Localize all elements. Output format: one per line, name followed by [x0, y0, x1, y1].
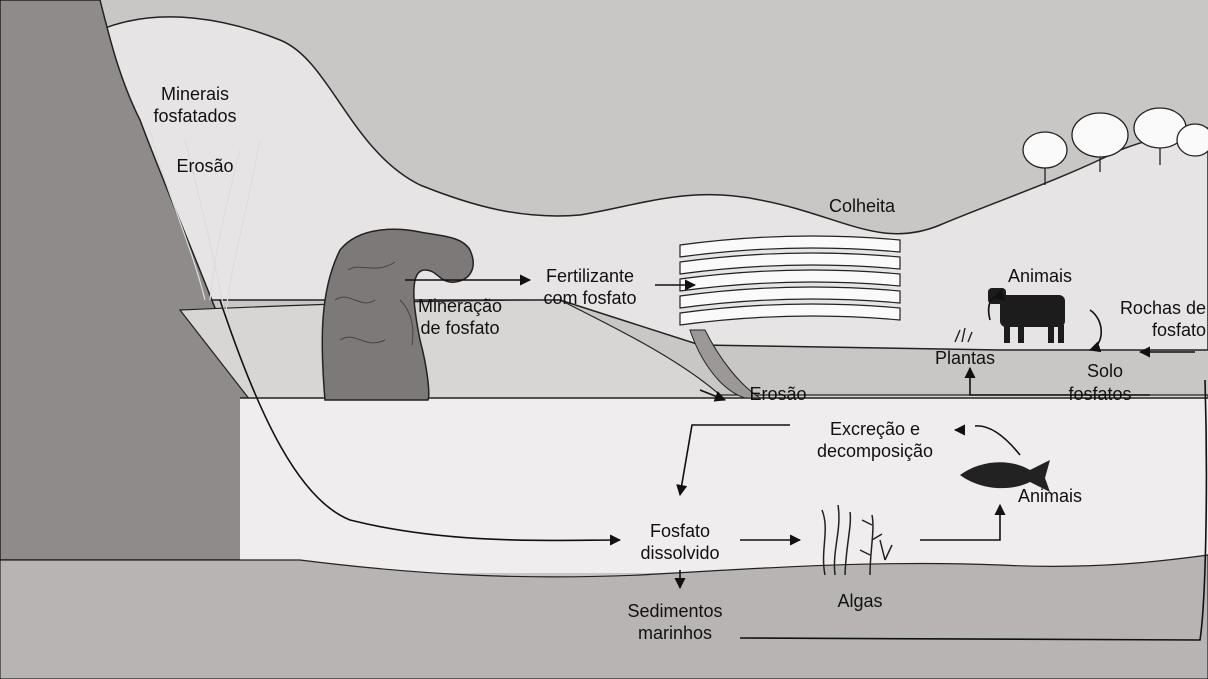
- label-animais-land: Animais: [995, 265, 1085, 287]
- label-algas: Algas: [820, 590, 900, 612]
- label-animais-water: Animais: [1005, 485, 1095, 507]
- label-colheita: Colheita: [812, 195, 912, 217]
- label-fosfatos: fosfatos: [1055, 383, 1145, 405]
- label-erosao-mid: Erosão: [738, 383, 818, 405]
- label-solo: Solo: [1075, 360, 1135, 382]
- label-erosao-top: Erosão: [165, 155, 245, 177]
- label-plantas: Plantas: [920, 347, 1010, 369]
